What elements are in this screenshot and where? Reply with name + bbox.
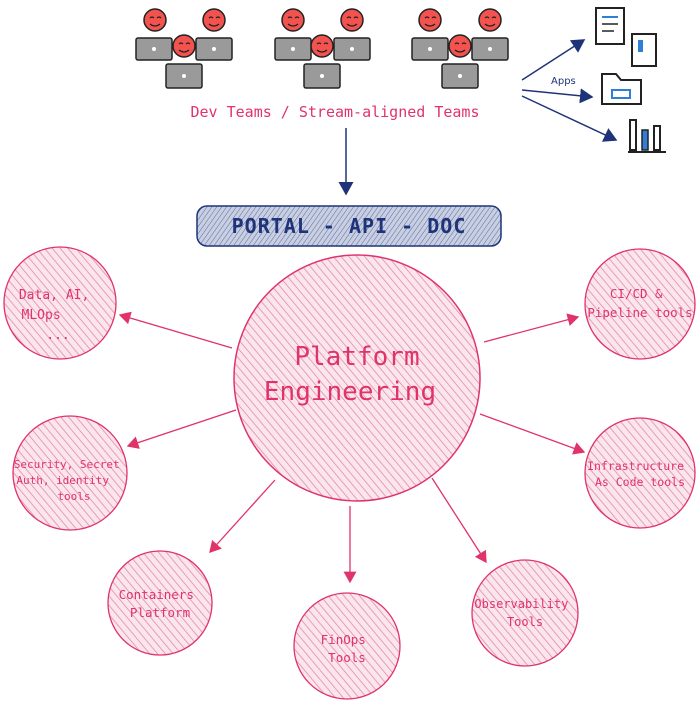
- folder-icon: [601, 73, 642, 105]
- observability-line2: Tools: [507, 615, 543, 629]
- iac-line1: Infrastructure: [587, 459, 684, 473]
- arrow-to-security: [126, 409, 237, 449]
- svg-text:Observability Tools: Observability Tools: [474, 597, 575, 629]
- apps-arrow: [521, 95, 618, 142]
- node-cicd: CI/CD & Pipeline tools: [584, 248, 696, 360]
- data-ai-line1: Data, AI,: [19, 288, 89, 303]
- apps-arrows: [521, 39, 618, 142]
- apps-arrow: [521, 39, 586, 81]
- iac-line2: As Code tools: [595, 475, 685, 489]
- developer-avatar-icon: [441, 34, 479, 89]
- teams-label: Dev Teams / Stream-aligned Teams: [191, 103, 480, 121]
- developer-avatar-icon: [303, 34, 341, 89]
- developer-avatar-icon: [274, 8, 312, 61]
- spoke-arrows: [118, 311, 586, 584]
- node-finops: FinOps Tools: [293, 592, 401, 700]
- node-security: Security, Secret Auth, identity tools: [12, 415, 128, 531]
- svg-text:Security, Secret Auth, i: Security, Secret Auth, identity tools: [14, 458, 127, 503]
- apps-arrow: [521, 88, 594, 104]
- developer-avatar-icon: [471, 8, 509, 61]
- cicd-line2: Pipeline tools: [587, 305, 692, 320]
- developer-avatar-icon: [165, 34, 203, 89]
- security-line3: tools: [57, 490, 90, 503]
- observability-line1: Observability: [474, 597, 568, 611]
- svg-text:Containers Platform: Containers Platform: [119, 587, 202, 620]
- arrow-to-data-ai: [118, 311, 233, 349]
- developer-avatar-icon: [333, 8, 371, 61]
- security-line1: Security, Secret: [14, 458, 120, 471]
- cicd-line1: CI/CD &: [610, 286, 663, 301]
- arrow-to-cicd: [483, 313, 580, 343]
- dev-team-group-3: [411, 8, 509, 89]
- developer-avatar-icon: [411, 8, 449, 61]
- document-icon: [595, 7, 657, 67]
- portal-box: PORTAL - API - DOC: [196, 205, 502, 247]
- data-ai-line2: MLOps: [22, 308, 61, 323]
- security-line2: Auth, identity: [16, 474, 109, 487]
- arrow-to-iac: [479, 413, 586, 455]
- center-title-line2: Engineering: [264, 377, 436, 407]
- node-iac: Infrastructure As Code tools: [584, 417, 696, 529]
- dev-team-group-1: [135, 8, 233, 89]
- platform-engineering-circle: Platform Engineering: [233, 254, 481, 502]
- apps-label: Apps: [551, 76, 576, 87]
- developer-avatar-icon: [135, 8, 173, 61]
- node-containers: Containers Platform: [107, 550, 213, 656]
- node-data-ai: Data, AI, MLOps ...: [3, 246, 117, 360]
- svg-text:Infrastructure As Code t: Infrastructure As Code tools: [587, 459, 691, 489]
- developer-avatar-icon: [195, 8, 233, 61]
- arrow-to-observability: [431, 477, 487, 564]
- finops-line2: Tools: [328, 650, 366, 665]
- portal-label: PORTAL - API - DOC: [232, 214, 467, 238]
- containers-line2: Platform: [130, 605, 190, 620]
- svg-text:FinOps Tools: FinOps Tools: [321, 632, 374, 665]
- finops-line1: FinOps: [321, 632, 366, 647]
- containers-line1: Containers: [119, 587, 194, 602]
- svg-text:CI/CD & Pipeline tools: CI/CD & Pipeline tools: [587, 286, 692, 320]
- center-title-line1: Platform: [294, 342, 419, 372]
- bar-chart-icon: [628, 119, 666, 153]
- node-observability: Observability Tools: [471, 559, 579, 667]
- svg-text:Data, AI, MLOps ..: Data, AI, MLOps ...: [19, 288, 97, 343]
- dev-team-group-2: [274, 8, 371, 89]
- arrow-to-containers: [209, 479, 276, 553]
- data-ai-line3: ...: [46, 328, 69, 343]
